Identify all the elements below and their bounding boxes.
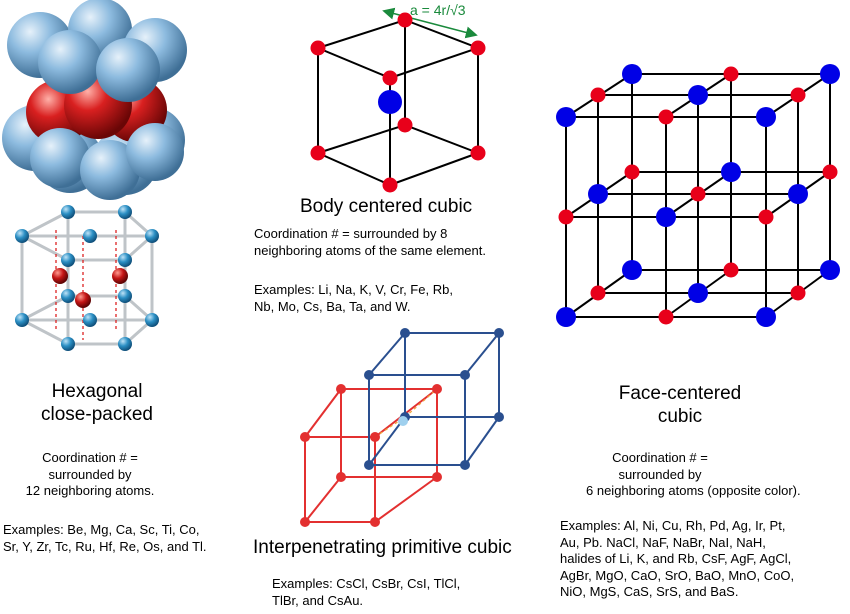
hcp-examples: Examples: Be, Mg, Ca, Sc, Ti, Co, Sr, Y,… bbox=[3, 522, 207, 554]
top-layer-spheres bbox=[7, 0, 187, 200]
hcp-coordination: Coordination # = surrounded by 12 neighb… bbox=[25, 450, 155, 498]
fcc-coordination: Coordination # = surrounded by bbox=[612, 450, 708, 482]
cscl-examples: Examples: CsCl, CsBr, CsI, TlCl, TlBr, a… bbox=[272, 576, 461, 608]
cscl-interpenetrating-cubic-diagram bbox=[300, 328, 504, 527]
bcc-center-atom bbox=[378, 90, 402, 114]
hcp-title: Hexagonal close-packed bbox=[41, 381, 153, 425]
bcc-unit-cell-diagram bbox=[310, 7, 486, 193]
fcc-rocksalt-lattice-diagram bbox=[556, 64, 840, 327]
close-packed-spheres-model bbox=[2, 0, 187, 200]
cscl-title: Interpenetrating primitive cubic bbox=[253, 537, 512, 558]
bcc-lattice-label: a = 4r/√3 bbox=[410, 2, 466, 18]
bcc-coordination: Coordination # = surrounded by 8 neighbo… bbox=[254, 226, 486, 258]
hcp-unit-cell-diagram bbox=[15, 205, 159, 351]
fcc-examples: Examples: Al, Ni, Cu, Rh, Pd, Ag, Ir, Pt… bbox=[560, 518, 795, 599]
fcc-title: Face-centered cubic bbox=[618, 383, 742, 427]
bcc-title: Body centered cubic bbox=[300, 196, 473, 217]
bcc-examples: Examples: Li, Na, K, V, Cr, Fe, Rb, Nb, … bbox=[254, 282, 453, 314]
fcc-coordination-line3: 6 neighboring atoms (opposite color). bbox=[586, 483, 801, 498]
